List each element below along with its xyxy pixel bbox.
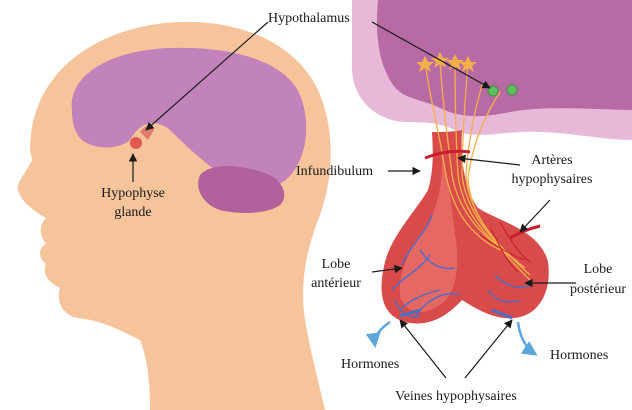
label-hormones-left: Hormones: [341, 357, 399, 372]
label-hypophyse-line2: glande: [114, 205, 151, 220]
label-arteres-line1: Artères: [531, 153, 572, 168]
hypothalamus-region: [352, 0, 632, 140]
hormone-arrow-right: [518, 322, 535, 354]
label-lobe-posterieur-line2: postérieur: [570, 282, 626, 297]
label-veines: Veines hypophysaires: [395, 389, 517, 404]
label-hormones-right: Hormones: [550, 348, 608, 363]
label-hypophyse-line1: Hypophyse: [101, 186, 165, 201]
hypophyse-small: [130, 137, 142, 149]
label-arteres-line2: hypophysaires: [512, 172, 593, 187]
hypothalamus-tissue: [377, 0, 632, 116]
label-infundibulum: Infundibulum: [296, 164, 373, 179]
hormone-arrow-left: [375, 322, 390, 345]
label-lobe-anterieur-line2: antérieur: [311, 276, 361, 291]
label-lobe-anterieur-line1: Lobe: [322, 257, 351, 272]
label-hypothalamus: Hypothalamus: [268, 11, 350, 26]
label-lobe-posterieur-line1: Lobe: [584, 262, 613, 277]
